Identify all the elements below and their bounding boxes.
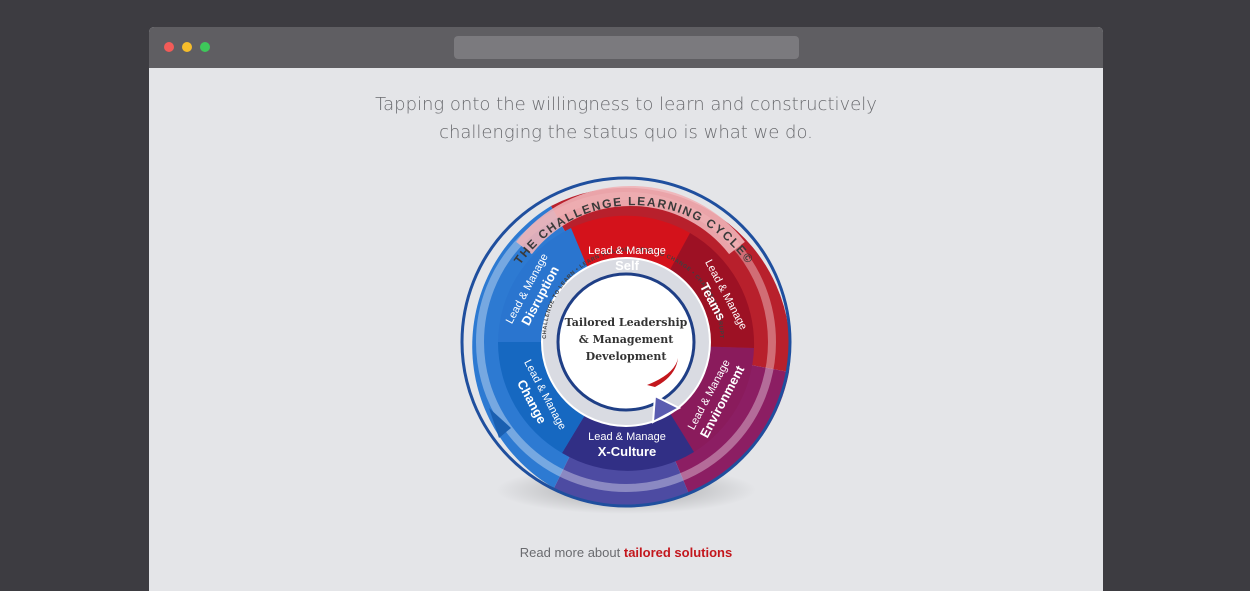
segment-change[interactable] <box>497 342 594 453</box>
label-x-culture-big: X-Culture <box>598 444 657 459</box>
read-more-line: Read more about tailored solutions <box>149 545 1103 560</box>
minimize-window-button[interactable] <box>182 42 192 52</box>
maximize-window-button[interactable] <box>200 42 210 52</box>
label-self-big: Self <box>615 258 640 273</box>
swoosh-logo-icon <box>647 358 678 387</box>
label-x-culture-small: Lead & Manage <box>588 431 666 443</box>
segment-disruption[interactable] <box>498 228 594 342</box>
center-line-1: Tailored Leadership <box>565 316 688 329</box>
tailored-solutions-link[interactable]: tailored solutions <box>623 545 733 560</box>
browser-window: Tapping onto the willingness to learn an… <box>149 27 1103 591</box>
outer-arrow-icon <box>489 408 511 438</box>
read-more-prefix: Read more about <box>519 545 624 560</box>
label-x-culture: Lead & Manage X-Culture <box>588 431 666 459</box>
segment-teams[interactable] <box>659 233 755 348</box>
page-content: Tapping onto the willingness to learn an… <box>149 68 1103 591</box>
title-bar <box>149 27 1103 68</box>
cycle-arrow-icon <box>651 394 682 424</box>
close-window-button[interactable] <box>164 42 174 52</box>
center-circle <box>556 272 696 412</box>
headline: Tapping onto the willingness to learn an… <box>149 91 1103 147</box>
label-self-small: Lead & Manage <box>588 245 666 257</box>
label-self: Lead & Manage Self <box>588 245 666 273</box>
challenge-learning-cycle-diagram: THE CHALLENGE LEARNING CYCLE© CHALLENGE … <box>460 176 792 514</box>
address-bar[interactable] <box>454 36 799 59</box>
headline-line-1: Tapping onto the willingness to learn an… <box>375 94 877 115</box>
center-line-2: & Management <box>579 333 675 346</box>
headline-line-2: challenging the status quo is what we do… <box>439 122 813 143</box>
center-line-3: Development <box>586 350 668 363</box>
